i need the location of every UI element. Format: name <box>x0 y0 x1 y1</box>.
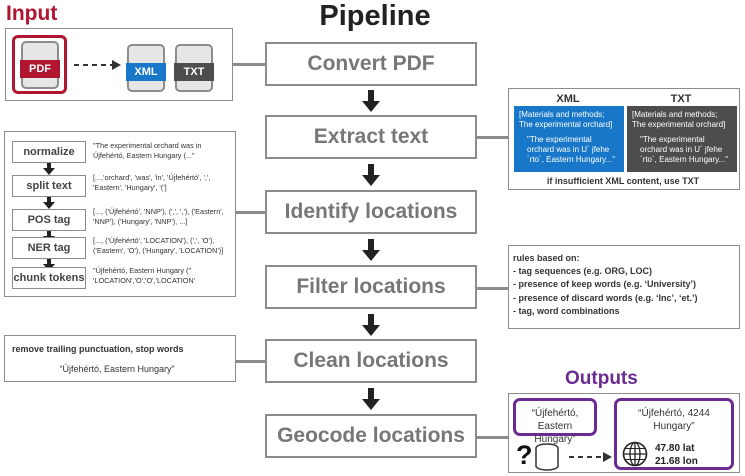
stage-clean-locations: Clean locations <box>265 339 477 383</box>
step-pos-tag-example: [..., ('Újfehértó', 'NNP'), (',', ','), … <box>93 207 224 226</box>
xml-meta: [Materials and methods; The experimental… <box>519 110 613 129</box>
step-chunk-tokens: chunk tokens <box>12 267 86 289</box>
xml-quote: "The experimental orchard was in U´ jfeh… <box>527 135 616 164</box>
filter-panel <box>508 245 740 329</box>
down-arrow-icon <box>43 163 55 175</box>
xml-heading: XML <box>556 93 580 105</box>
xml-label: XML <box>126 63 166 81</box>
down-arrow-icon <box>362 239 380 261</box>
clean-heading: remove trailing punctuation, stop words <box>12 344 184 354</box>
step-normalize: normalize <box>12 141 86 163</box>
step-split-text-example: [...,'orchard', 'was', 'in', 'Újfehértó'… <box>93 173 211 192</box>
down-arrow-icon <box>43 197 55 209</box>
pdf-highlight-frame <box>12 35 67 94</box>
dashed-arrow-icon <box>569 452 612 462</box>
step-normalize-example: "The experimental orchard was in Újfehér… <box>93 141 202 160</box>
dashed-arrow-icon <box>74 60 121 70</box>
filter-rules: rules based on: - tag sequences (e.g. OR… <box>513 252 698 318</box>
clean-example: “Újfehértó, Eastern Hungary” <box>59 364 175 374</box>
clean-panel <box>4 335 236 382</box>
filter-rules-heading: rules based on: <box>513 253 580 263</box>
stage-filter-locations: Filter locations <box>265 265 477 309</box>
txt-meta: [Materials and methods; The experimental… <box>632 110 726 129</box>
txt-quote: "The experimental orchard was in U´ jfeh… <box>640 135 729 164</box>
connector-geocode <box>477 436 508 439</box>
extract-footer: if insufficient XML content, use TXT <box>546 176 700 186</box>
xml-content-box: [Materials and methods; The experimental… <box>514 106 624 172</box>
geocode-lon: 21.68 lon <box>655 456 698 467</box>
pdf-document-icon: PDF <box>20 41 60 89</box>
filter-rule: - presence of keep words (e.g. ‘Universi… <box>513 279 697 290</box>
down-arrow-icon <box>362 164 380 186</box>
stage-convert-pdf: Convert PDF <box>265 42 477 86</box>
step-split-text: split text <box>12 175 86 197</box>
geocode-lat: 47.80 lat <box>655 443 695 454</box>
step-ner-tag-example: [..., ('Újfehértó', 'LOCATION'), (',', '… <box>93 236 224 255</box>
stage-identify-locations: Identify locations <box>265 190 477 234</box>
step-chunk-tokens-example: "Újfehértó, Eastern Hungary (" 'LOCATION… <box>93 266 196 285</box>
down-arrow-icon <box>362 314 380 336</box>
geocode-result-name: “Újfehértó, 4244 Hungary” <box>638 408 710 432</box>
outputs-heading: Outputs <box>565 368 638 389</box>
input-heading: Input <box>6 2 58 25</box>
down-arrow-icon <box>362 90 380 112</box>
step-pos-tag: POS tag <box>12 209 86 231</box>
database-icon <box>535 443 559 471</box>
stage-geocode-locations: Geocode locations <box>265 414 477 458</box>
pipeline-heading: Pipeline <box>319 0 431 32</box>
txt-content-box: [Materials and methods; The experimental… <box>627 106 737 172</box>
unknown-location-icon: ? <box>516 440 533 470</box>
txt-document-icon: TXT <box>174 44 214 92</box>
step-ner-tag: NER tag <box>12 237 86 259</box>
xml-document-icon: XML <box>126 44 166 92</box>
down-arrow-icon <box>362 388 380 410</box>
txt-heading: TXT <box>670 93 692 105</box>
filter-rule: - presence of discard words (e.g. ‘Inc’,… <box>513 292 698 303</box>
filter-rule: - tag, word combinations <box>513 305 620 316</box>
connector-input <box>233 63 265 66</box>
stage-extract-text: Extract text <box>265 115 477 159</box>
geocode-query-box: “Újfehértó, Eastern Hungary” <box>513 398 597 445</box>
connector-extract <box>477 136 508 139</box>
pdf-label: PDF <box>20 60 60 78</box>
connector-filter <box>477 287 508 290</box>
filter-rule: - tag sequences (e.g. ORG, LOC) <box>513 266 653 277</box>
connector-identify <box>236 211 265 214</box>
txt-label: TXT <box>174 63 214 81</box>
globe-icon <box>622 441 648 467</box>
connector-clean <box>236 360 265 363</box>
